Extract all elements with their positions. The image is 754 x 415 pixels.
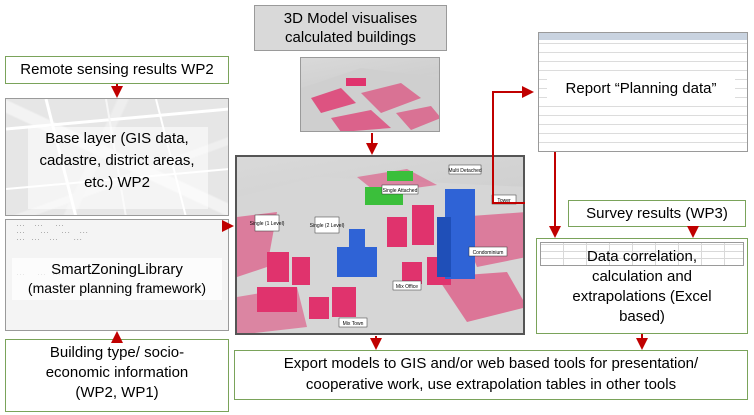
report-label-box — [547, 77, 735, 103]
arrow-model-to-report — [492, 86, 534, 204]
export-box — [234, 350, 748, 400]
building-type-box — [5, 339, 229, 412]
label-tower: Tower — [497, 198, 511, 204]
report-header-bar — [539, 33, 747, 40]
base-layer-textbg — [28, 127, 208, 209]
correlation-line-3: extrapolations (Excel — [572, 288, 712, 305]
label-single-attached: Single Attached — [383, 188, 418, 194]
correlation-line-4: based) — [619, 308, 665, 325]
excel-screenshot — [540, 242, 744, 266]
label-mix-office: Mix Office — [396, 284, 418, 290]
correlation-line-1: Data correlation, — [586, 248, 698, 265]
label-multi-detached: Multi Detached — [448, 168, 482, 174]
building-type-line-3: (WP2, WP1) — [75, 384, 159, 401]
label-mix-town: Mix Town — [343, 321, 364, 327]
model-thumbnail-art — [301, 68, 439, 131]
export-line-1: Export models to GIS and/or web based to… — [283, 355, 699, 372]
base-layer-line-3: etc.) WP2 — [84, 174, 150, 191]
correlation-line-2: calculation and — [591, 268, 693, 285]
export-line-2: cooperative work, use extrapolation tabl… — [305, 376, 677, 393]
title-line-2: calculated buildings — [285, 29, 416, 46]
model-thumbnail — [300, 57, 440, 132]
library-textbg — [12, 258, 222, 300]
building-type-line-2: economic information — [45, 364, 189, 381]
label-single-1: Single (1 Level) — [250, 221, 285, 227]
central-3d-model: Single Attached Multi Detached Single (1… — [235, 155, 525, 335]
survey-label: Survey results (WP3) — [586, 205, 728, 222]
label-condominium: Condominium — [473, 250, 504, 256]
library-line-1: SmartZoningLibrary — [51, 261, 183, 278]
remote-sensing-box — [5, 56, 229, 84]
central-3d-model-art: Single Attached Multi Detached Single (1… — [237, 164, 523, 333]
library-line-2: (master planning framework) — [27, 280, 207, 296]
title-box — [254, 5, 447, 51]
base-layer-line-1: Base layer (GIS data, — [45, 130, 189, 147]
base-layer-line-2: cadastre, district areas, — [39, 152, 195, 169]
survey-box — [568, 200, 746, 227]
title-line-1: 3D Model visualises — [283, 10, 418, 27]
label-single-2: Single (2 Level) — [310, 223, 345, 229]
report-label: Report “Planning data” — [565, 80, 717, 97]
building-type-line-1: Building type/ socio- — [49, 344, 185, 361]
remote-sensing-label: Remote sensing results WP2 — [20, 61, 214, 78]
